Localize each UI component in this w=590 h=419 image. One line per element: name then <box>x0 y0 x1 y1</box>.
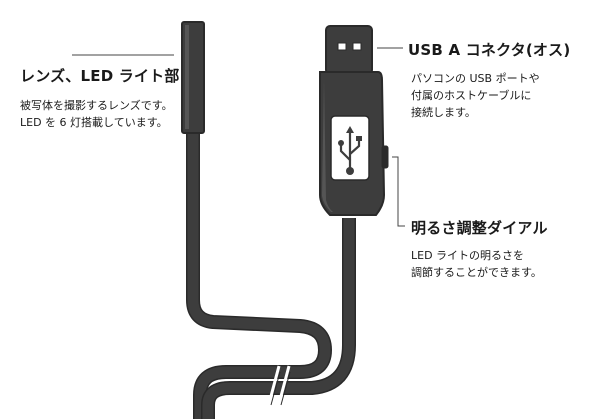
dial-callout-desc: LED ライトの明るさを 調節することができます。 <box>411 247 542 281</box>
dial-desc-line: 調節することができます。 <box>411 266 542 279</box>
usb-slot <box>352 42 362 51</box>
lens-desc-line: 被写体を撮影するレンズです。 <box>20 99 173 112</box>
lens-desc-line: LED を 6 灯搭載しています。 <box>20 116 168 129</box>
usb-callout-title: USB A コネクタ(オス) <box>408 41 571 59</box>
cable-right <box>202 218 355 419</box>
leader-dial <box>392 156 405 227</box>
lens-callout-title: レンズ、LED ライト部 <box>20 67 180 85</box>
brightness-dial[interactable] <box>381 145 389 169</box>
usb-slot <box>337 42 347 51</box>
lens-callout-desc: 被写体を撮影するレンズです。 LED を 6 灯搭載しています。 <box>20 97 173 131</box>
cable-break-mark <box>278 365 291 401</box>
dial-desc-line: LED ライトの明るさを <box>411 249 525 262</box>
usb-connector <box>325 25 373 75</box>
cable-left <box>187 133 331 419</box>
cable-break-mark <box>268 365 281 401</box>
usb-symbol-icon <box>338 128 362 175</box>
dial-callout-title: 明るさ調整ダイアル <box>411 219 548 237</box>
usb-desc-line: パソコンの USB ポートや <box>411 72 540 85</box>
usb-desc-line: 付属のホストケーブルに <box>411 89 532 102</box>
usb-callout-desc: パソコンの USB ポートや 付属のホストケーブルに 接続します。 <box>411 70 540 121</box>
usb-desc-line: 接続します。 <box>411 106 476 119</box>
